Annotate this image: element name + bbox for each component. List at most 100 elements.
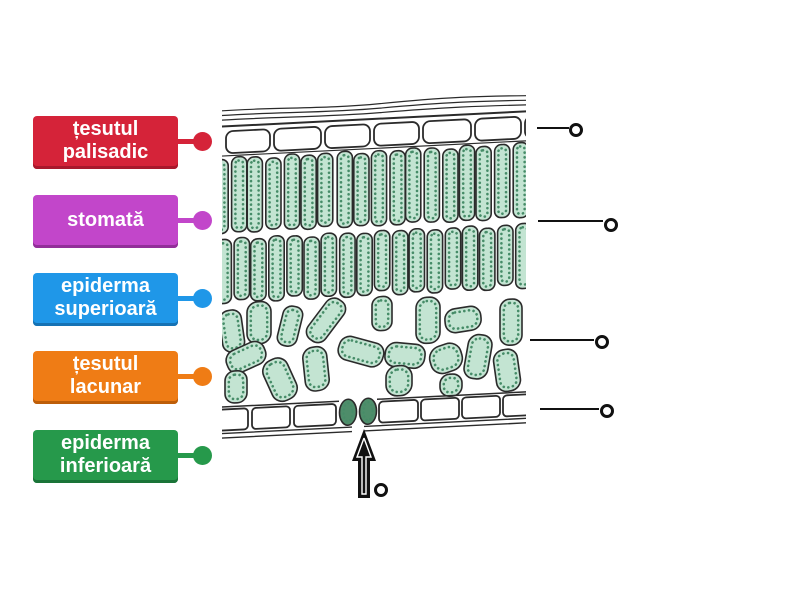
label-row-stoma[interactable]: stomată (33, 195, 213, 248)
label-spongy-tissue[interactable]: țesutul lacunar (33, 351, 178, 404)
leaf-illustration (222, 95, 548, 440)
spongy-layer (222, 295, 523, 404)
palisade-cell (389, 149, 406, 226)
spongy-cell (463, 333, 493, 380)
palisade-cell (493, 143, 511, 219)
label-lower-epidermis[interactable]: epiderma inferioară (33, 430, 178, 483)
palisade-cell (512, 141, 526, 219)
label-connector (176, 374, 196, 379)
spongy-cell (499, 298, 523, 346)
spongy-cell (305, 297, 347, 344)
palisade-cell (444, 227, 462, 290)
drop-target[interactable] (569, 123, 583, 137)
palisade-cell (336, 150, 354, 229)
epidermis-cell (225, 128, 271, 154)
palisade-cell (530, 143, 545, 218)
palisade-cell (233, 236, 251, 301)
spongy-cell (371, 295, 393, 332)
epidermis-cell (251, 405, 291, 430)
spongy-cell (439, 373, 463, 397)
spongy-cell (384, 341, 426, 370)
palisade-cell (352, 152, 370, 227)
label-palisade-tissue[interactable]: țesutul palisadic (33, 116, 178, 169)
spongy-cell (224, 369, 248, 404)
upper-epidermis-layer (225, 113, 526, 154)
palisade-cell (373, 229, 391, 292)
label-row-upper-epidermis[interactable]: epiderma superioară (33, 273, 213, 326)
epidermis-cell (324, 123, 371, 149)
label-text: epiderma superioară (54, 275, 157, 320)
arrow-inner-outline (355, 437, 373, 495)
stoma-guard-cells (338, 397, 378, 427)
spongy-cell (276, 305, 304, 348)
palisade-cell (461, 225, 479, 292)
epidermis-inner-wall (222, 139, 526, 158)
drop-target[interactable] (604, 218, 618, 232)
epidermis-cell (461, 394, 501, 420)
palisade-cell (423, 147, 441, 223)
spongy-cell (444, 305, 482, 334)
palisade-cell (533, 223, 548, 286)
spongy-cell (301, 345, 331, 392)
palisade-cell (408, 227, 426, 293)
epidermis-inner-wall (222, 390, 526, 409)
drop-target[interactable] (374, 483, 388, 497)
spongy-cell (492, 348, 522, 393)
palisade-cell (496, 224, 514, 287)
palisade-cell (222, 158, 229, 235)
palisade-cell (230, 155, 248, 233)
label-connector (176, 139, 196, 144)
label-anchor-dot (193, 132, 212, 151)
palisade-cell (338, 232, 356, 299)
spongy-cell (415, 296, 441, 345)
cuticle-line (222, 99, 526, 118)
drop-target[interactable] (595, 335, 609, 349)
palisade-cell (316, 152, 334, 228)
palisade-cell (404, 147, 422, 223)
label-stoma[interactable]: stomată (33, 195, 178, 248)
stoma-pointer-arrow (352, 429, 388, 498)
epidermis-cell (502, 392, 526, 418)
label-text: țesutul lacunar (69, 353, 142, 398)
palisade-cell (441, 148, 459, 223)
label-upper-epidermis[interactable]: epiderma superioară (33, 273, 178, 326)
label-connector (176, 296, 196, 301)
palisade-cell (300, 154, 317, 231)
spongy-cell (222, 309, 246, 353)
cuticle-line (222, 421, 526, 440)
epidermis-cell (422, 118, 472, 145)
epidermis-cell (524, 113, 526, 139)
epidermis-cell (273, 126, 322, 152)
label-row-palisade-tissue[interactable]: țesutul palisadic (33, 116, 213, 169)
drop-target[interactable] (600, 404, 614, 418)
palisade-cell (391, 229, 409, 296)
spongy-cell (246, 300, 272, 345)
cuticle-line (222, 416, 526, 436)
epidermis-cell (293, 403, 337, 428)
label-anchor-dot (193, 289, 212, 308)
palisade-cell (286, 235, 304, 297)
epidermis-outer-wall (222, 109, 526, 129)
label-row-spongy-tissue[interactable]: țesutul lacunar (33, 351, 213, 404)
palisade-layer (222, 141, 548, 305)
cuticle-line (222, 104, 526, 123)
epidermis-cell (373, 121, 420, 147)
label-anchor-dot (193, 367, 212, 386)
palisade-cell (320, 232, 338, 298)
epidermis-cell (222, 407, 249, 432)
palisade-cell (283, 153, 301, 230)
palisade-cell (267, 234, 285, 302)
label-connector (176, 218, 196, 223)
label-anchor-dot (193, 211, 212, 230)
cuticle-line (222, 95, 526, 114)
spongy-cell (337, 335, 385, 368)
palisade-cell (426, 229, 444, 294)
leaf-section (222, 95, 548, 440)
palisade-cell (370, 149, 388, 227)
label-text: stomată (67, 208, 144, 231)
label-text: țesutul palisadic (62, 118, 149, 163)
palisade-cell (249, 237, 267, 302)
label-row-lower-epidermis[interactable]: epiderma inferioară (33, 430, 213, 483)
palisade-cell (478, 227, 496, 292)
palisade-cell (246, 156, 264, 233)
